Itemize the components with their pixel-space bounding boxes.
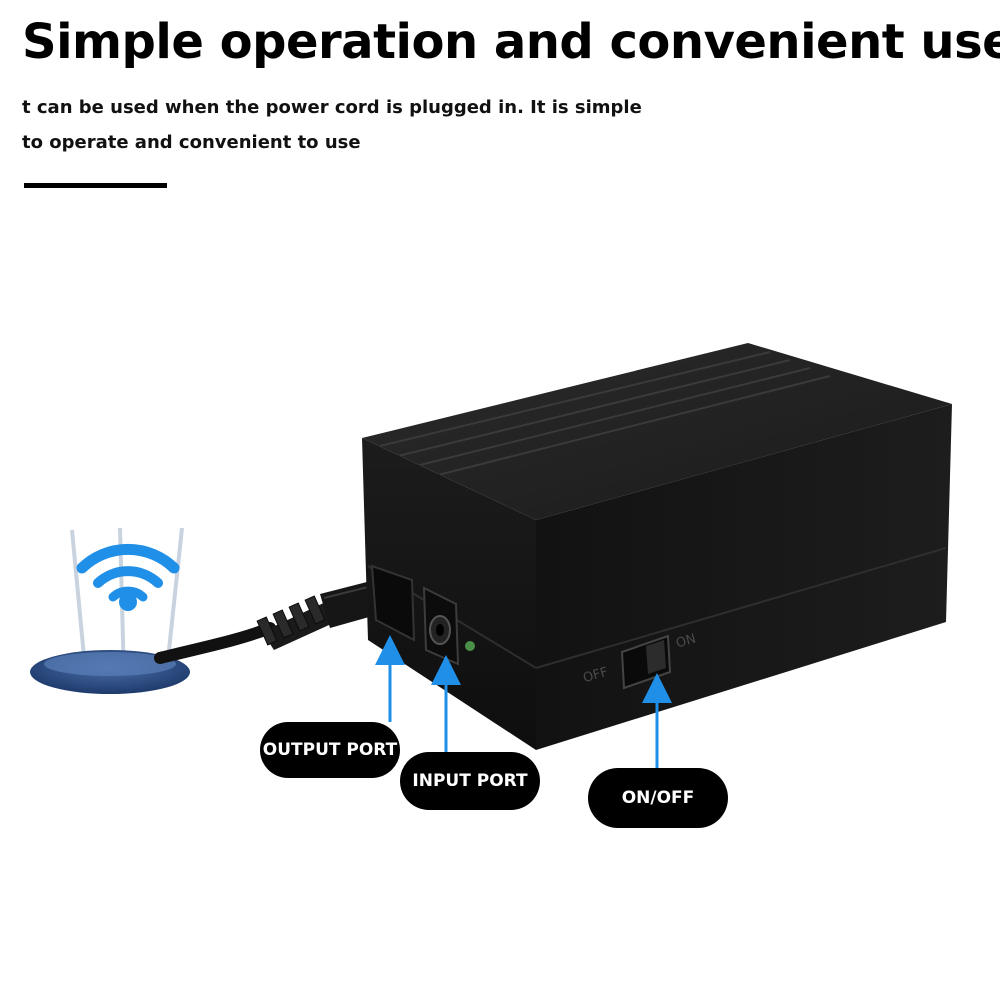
input-port-callout: INPUT PORT <box>400 752 540 810</box>
ups-device <box>362 343 952 750</box>
callout-arrows <box>375 635 672 768</box>
description-line-2: to operate and convenient to use <box>22 132 361 153</box>
description: t can be used when the power cord is plu… <box>22 90 642 160</box>
on-off-callout: ON/OFF <box>588 768 728 828</box>
divider-rule <box>24 183 167 188</box>
description-line-1: t can be used when the power cord is plu… <box>22 97 642 118</box>
router-icon <box>30 527 190 694</box>
headline: Simple operation and convenient use <box>22 14 1000 70</box>
wifi-icon <box>76 543 180 611</box>
output-port-callout: OUTPUT PORT <box>260 722 400 778</box>
